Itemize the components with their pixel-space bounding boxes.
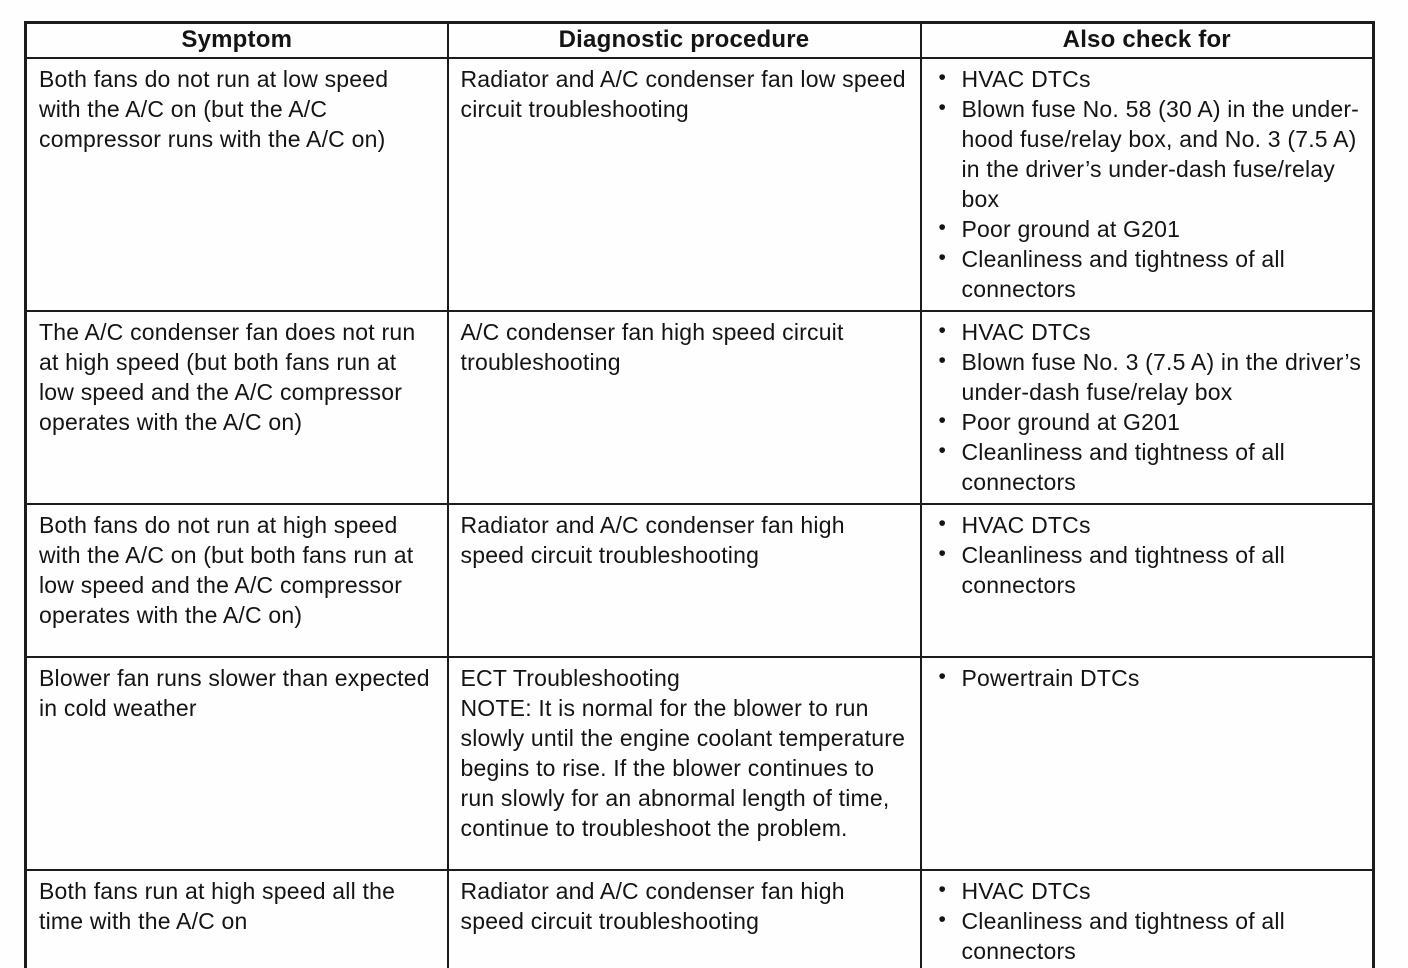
procedure-text: Radiator and A/C condenser fan low speed… <box>460 66 906 122</box>
column-header-symptom: Symptom <box>24 21 449 59</box>
also-check-list: HVAC DTCsCleanliness and tightness of al… <box>934 509 1363 600</box>
also-check-item: Cleanliness and tightness of all connect… <box>934 436 1363 497</box>
also-check-item: Powertrain DTCs <box>934 662 1363 693</box>
table-row: The A/C condenser fan does not run at hi… <box>24 310 1375 505</box>
also-check-cell: HVAC DTCsBlown fuse No. 3 (7.5 A) in the… <box>919 310 1375 505</box>
also-check-list: HVAC DTCsCleanliness and tightness of al… <box>934 875 1363 966</box>
table-row: Both fans run at high speed all the time… <box>24 869 1375 968</box>
also-check-item: Poor ground at G201 <box>934 213 1363 244</box>
also-check-list: HVAC DTCsBlown fuse No. 3 (7.5 A) in the… <box>934 316 1363 497</box>
troubleshooting-table: Symptom Diagnostic procedure Also check … <box>24 21 1375 968</box>
procedure-text: NOTE: It is normal for the blower to run… <box>460 695 906 841</box>
symptom-cell: Both fans do not run at high speed with … <box>24 503 449 658</box>
symptom-cell: The A/C condenser fan does not run at hi… <box>24 310 449 505</box>
procedure-cell: Radiator and A/C condenser fan high spee… <box>446 869 922 968</box>
also-check-item: HVAC DTCs <box>934 63 1363 94</box>
procedure-cell: Radiator and A/C condenser fan low speed… <box>446 57 922 312</box>
symptom-cell: Both fans run at high speed all the time… <box>24 869 449 968</box>
also-check-cell: HVAC DTCsBlown fuse No. 58 (30 A) in the… <box>919 57 1375 312</box>
also-check-list: Powertrain DTCs <box>934 662 1363 693</box>
also-check-cell: Powertrain DTCs <box>919 656 1375 871</box>
procedure-cell: Radiator and A/C condenser fan high spee… <box>446 503 922 658</box>
also-check-item: Cleanliness and tightness of all connect… <box>934 539 1363 600</box>
also-check-item: Poor ground at G201 <box>934 406 1363 437</box>
also-check-item: HVAC DTCs <box>934 875 1363 906</box>
procedure-text: Radiator and A/C condenser fan high spee… <box>460 878 845 934</box>
procedure-text: Radiator and A/C condenser fan high spee… <box>460 512 845 568</box>
table-body: Both fans do not run at low speed with t… <box>24 57 1375 968</box>
also-check-cell: HVAC DTCsCleanliness and tightness of al… <box>919 869 1375 968</box>
also-check-item: Cleanliness and tightness of all connect… <box>934 905 1363 966</box>
also-check-item: HVAC DTCs <box>934 316 1363 347</box>
procedure-text: A/C condenser fan high speed circuit tro… <box>460 319 844 375</box>
also-check-item: Cleanliness and tightness of all connect… <box>934 243 1363 304</box>
also-check-item: Blown fuse No. 58 (30 A) in the under-ho… <box>934 93 1363 214</box>
procedure-text: ECT Troubleshooting <box>460 665 680 691</box>
symptom-cell: Both fans do not run at low speed with t… <box>24 57 449 312</box>
table-row: Blower fan runs slower than expected in … <box>24 656 1375 871</box>
column-header-also-check-for: Also check for <box>919 21 1375 59</box>
symptom-cell: Blower fan runs slower than expected in … <box>24 656 449 871</box>
also-check-cell: HVAC DTCsCleanliness and tightness of al… <box>919 503 1375 658</box>
procedure-cell: A/C condenser fan high speed circuit tro… <box>446 310 922 505</box>
also-check-item: HVAC DTCs <box>934 509 1363 540</box>
also-check-item: Blown fuse No. 3 (7.5 A) in the driver’s… <box>934 346 1363 407</box>
table-row: Both fans do not run at high speed with … <box>24 503 1375 658</box>
table-row: Both fans do not run at low speed with t… <box>24 57 1375 312</box>
also-check-list: HVAC DTCsBlown fuse No. 58 (30 A) in the… <box>934 63 1363 304</box>
column-header-diagnostic-procedure: Diagnostic procedure <box>446 21 922 59</box>
header-row: Symptom Diagnostic procedure Also check … <box>24 21 1375 59</box>
